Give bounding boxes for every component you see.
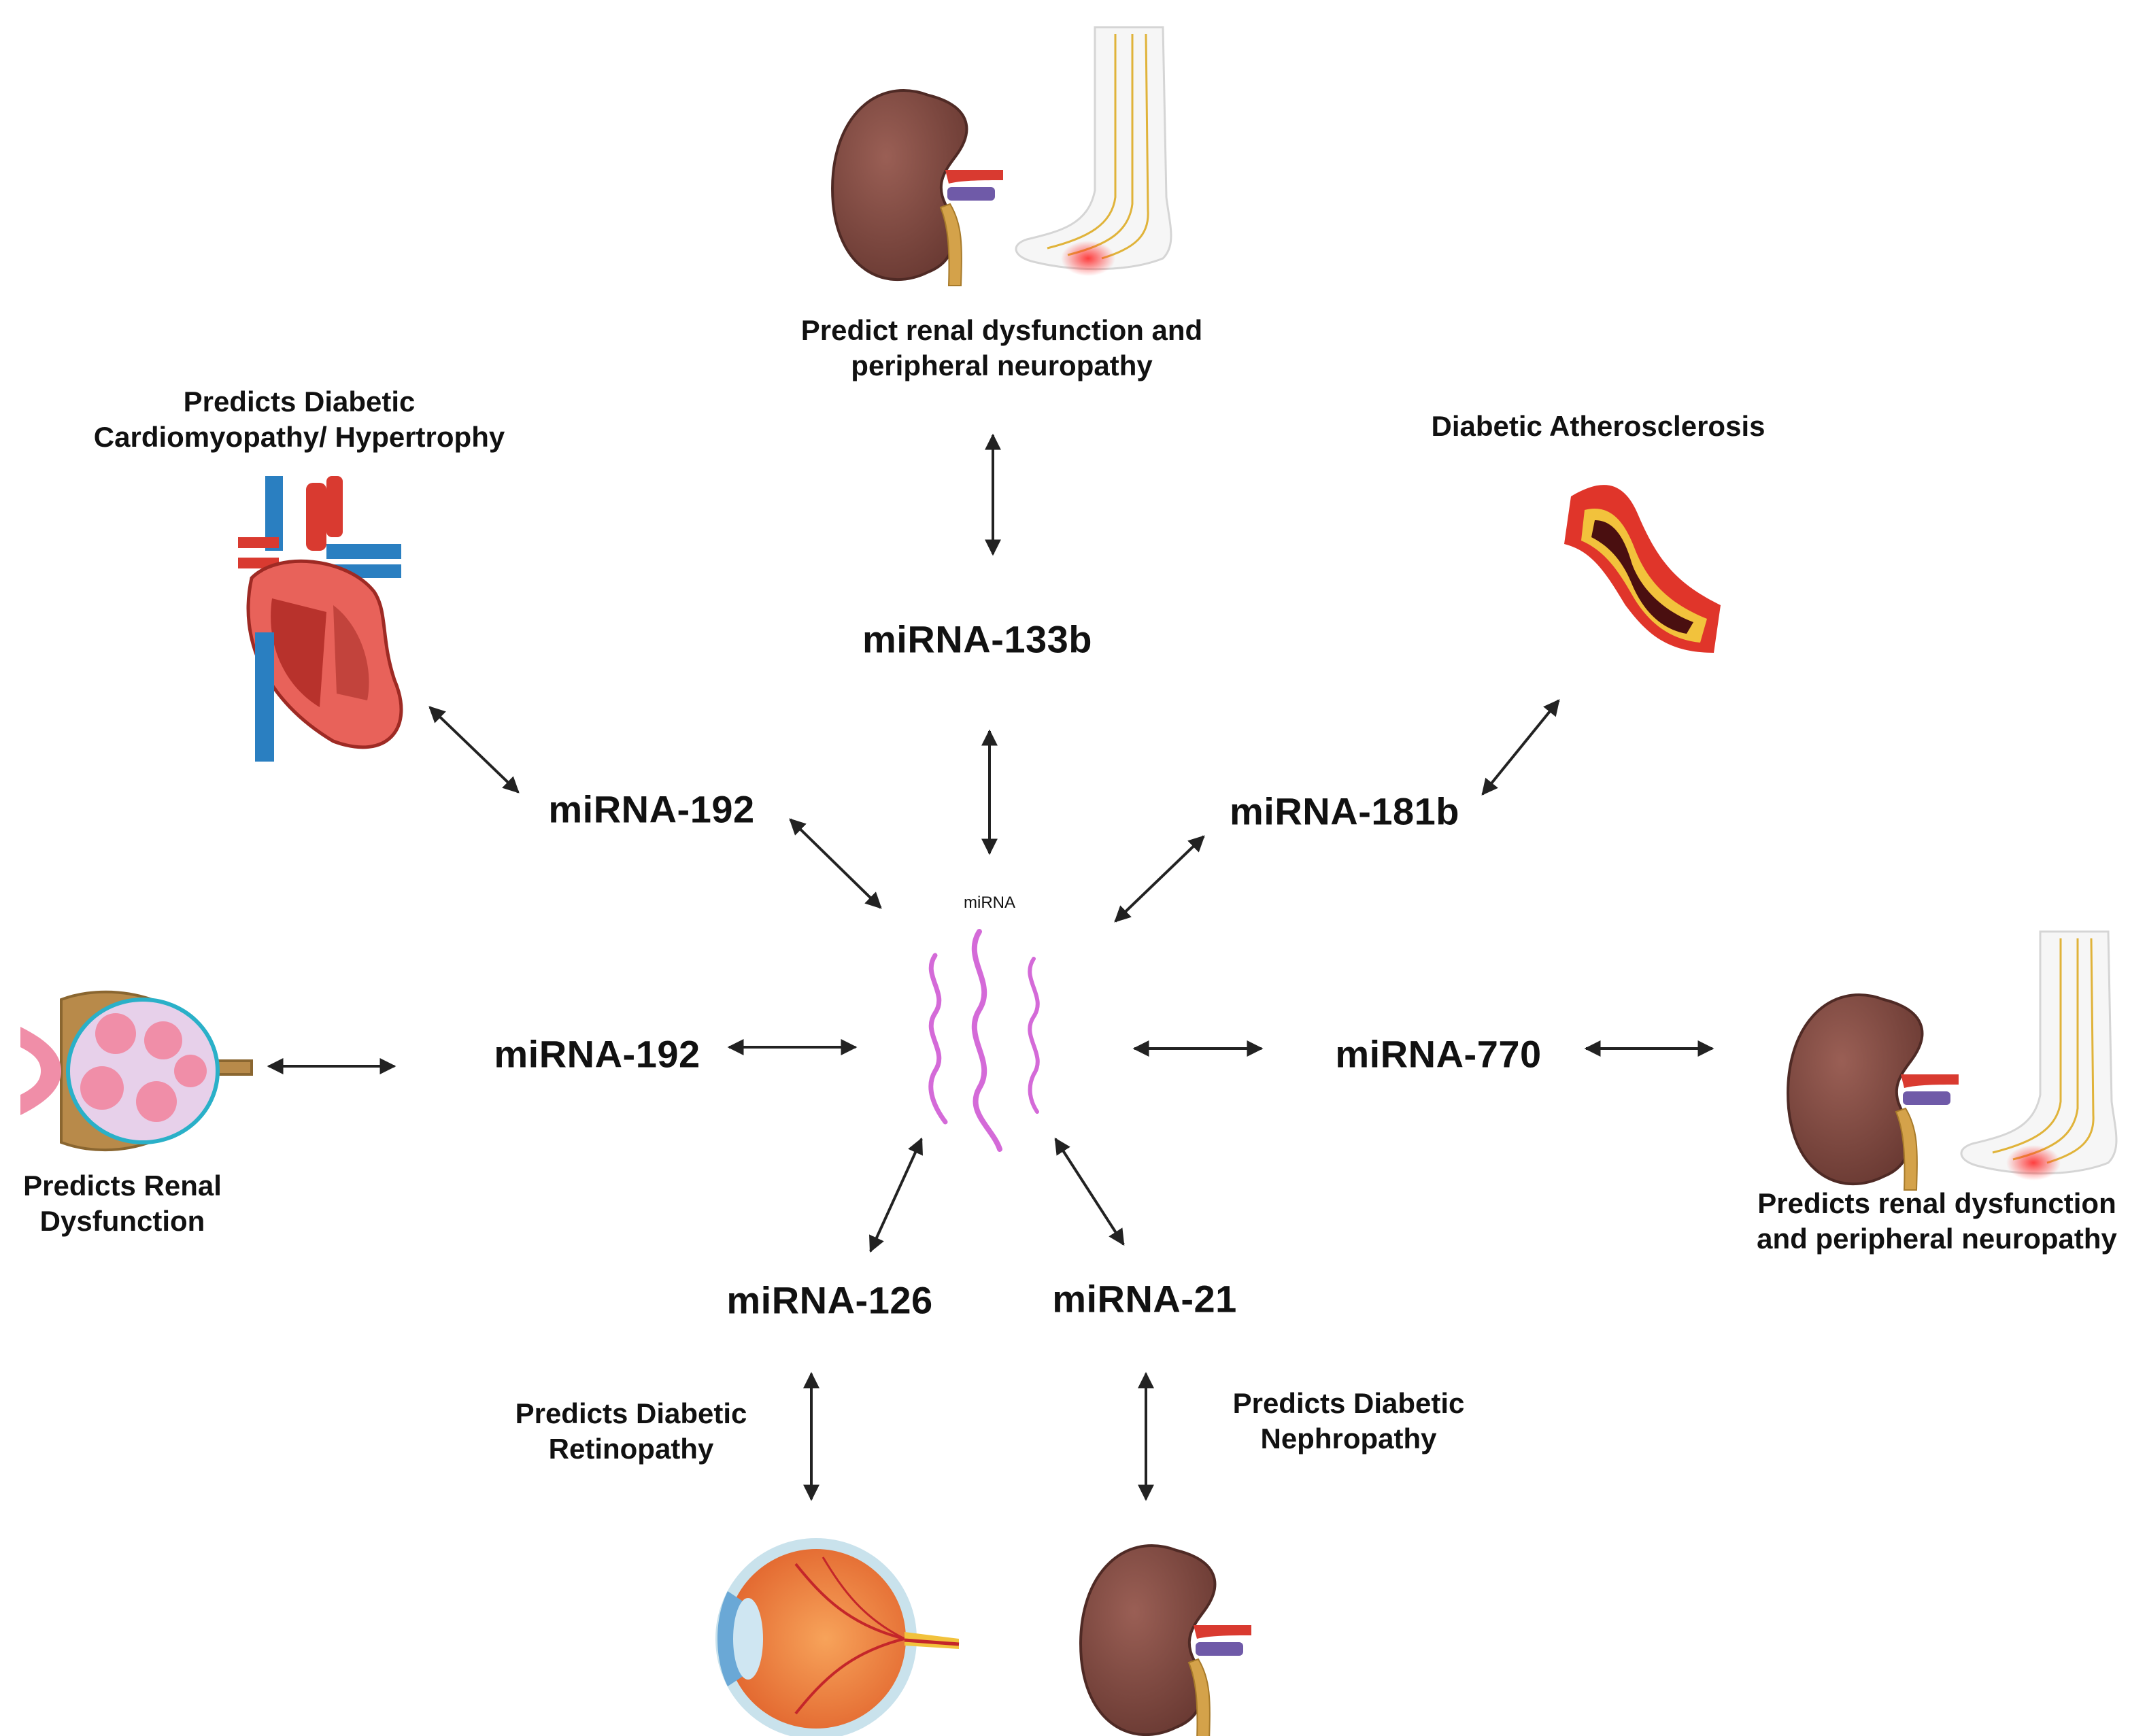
artery-plaque-icon bbox=[1564, 485, 1721, 653]
arrow-181b-center bbox=[1114, 835, 1205, 923]
kidney-icon bbox=[1787, 993, 1960, 1191]
mirna-770-label: miRNA-770 bbox=[1335, 1032, 1542, 1076]
eye-icon bbox=[715, 1538, 960, 1736]
kidney-icon bbox=[831, 89, 1004, 287]
mirna-strands-icon bbox=[928, 929, 1040, 1152]
arrow-athero-181b bbox=[1481, 699, 1560, 796]
heart-icon bbox=[238, 476, 403, 762]
arrow-center-126 bbox=[869, 1137, 923, 1253]
arrow-heart-192 bbox=[428, 706, 520, 794]
mirna-192-upper-label: miRNA-192 bbox=[548, 787, 755, 831]
mirna-192-left-label: miRNA-192 bbox=[494, 1032, 700, 1076]
kidney-icon bbox=[1079, 1544, 1253, 1736]
mirna-21-label: miRNA-21 bbox=[1052, 1277, 1237, 1321]
arrow-192-center bbox=[789, 818, 882, 909]
arrows bbox=[267, 433, 1714, 1501]
nephron-icon bbox=[20, 990, 253, 1152]
foot-nerve-icon bbox=[1960, 930, 2118, 1182]
caption-atherosclerosis: Diabetic Atherosclerosis bbox=[1431, 410, 1765, 442]
arrow-center-21 bbox=[1054, 1137, 1125, 1246]
center-mirna-label: miRNA bbox=[964, 893, 1015, 912]
foot-nerve-icon bbox=[1015, 26, 1172, 277]
mirna-133b-label: miRNA-133b bbox=[862, 617, 1092, 661]
mirna-126-label: miRNA-126 bbox=[726, 1278, 933, 1322]
mirna-181b-label: miRNA-181b bbox=[1230, 789, 1459, 833]
